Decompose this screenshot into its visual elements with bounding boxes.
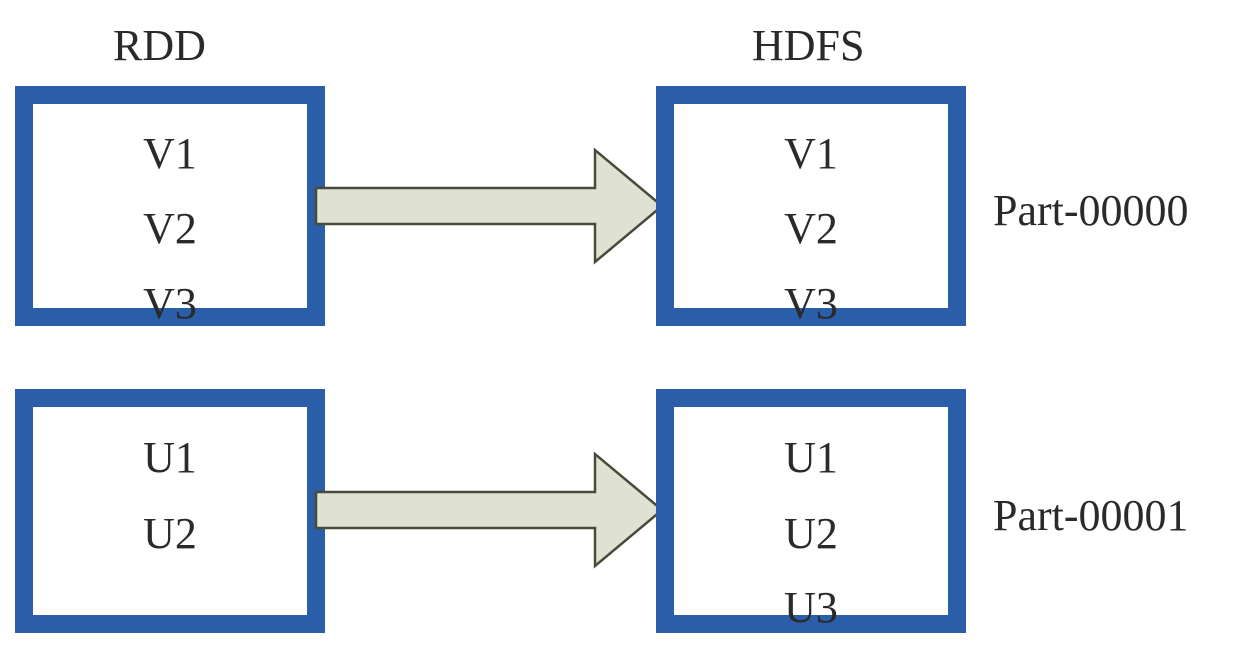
write-arrow-2-shape (314, 451, 664, 569)
hdfs-item-u3: U3 (784, 583, 838, 632)
hdfs-item-u2: U2 (784, 509, 838, 558)
hdfs-heading: HDFS (752, 21, 865, 70)
hdfs-file-box-1: V1 V2 V3 (656, 86, 966, 326)
hdfs-item-v1: V1 (784, 129, 838, 178)
rdd-item-v1: V1 (143, 129, 197, 178)
rdd-partition-box-1: V1 V2 V3 (15, 86, 325, 326)
rdd-heading: RDD (113, 21, 206, 70)
hdfs-item-v3: V3 (784, 279, 838, 328)
rdd-item-u2: U2 (143, 509, 197, 558)
hdfs-item-v2: V2 (784, 204, 838, 253)
rdd-item-v3: V3 (143, 279, 197, 328)
write-arrow-2 (314, 451, 664, 569)
rdd-partition-box-2: U1 U2 (15, 389, 325, 633)
hdfs-file-box-2: U1 U2 U3 (656, 389, 966, 633)
part-label-1: Part-00000 (993, 186, 1189, 235)
hdfs-item-u1: U1 (784, 433, 838, 482)
write-arrow-1 (314, 147, 664, 265)
write-arrow-1-shape (314, 147, 664, 265)
rdd-item-v2: V2 (143, 204, 197, 253)
rdd-item-u1: U1 (143, 433, 197, 482)
part-label-2: Part-00001 (993, 491, 1189, 540)
